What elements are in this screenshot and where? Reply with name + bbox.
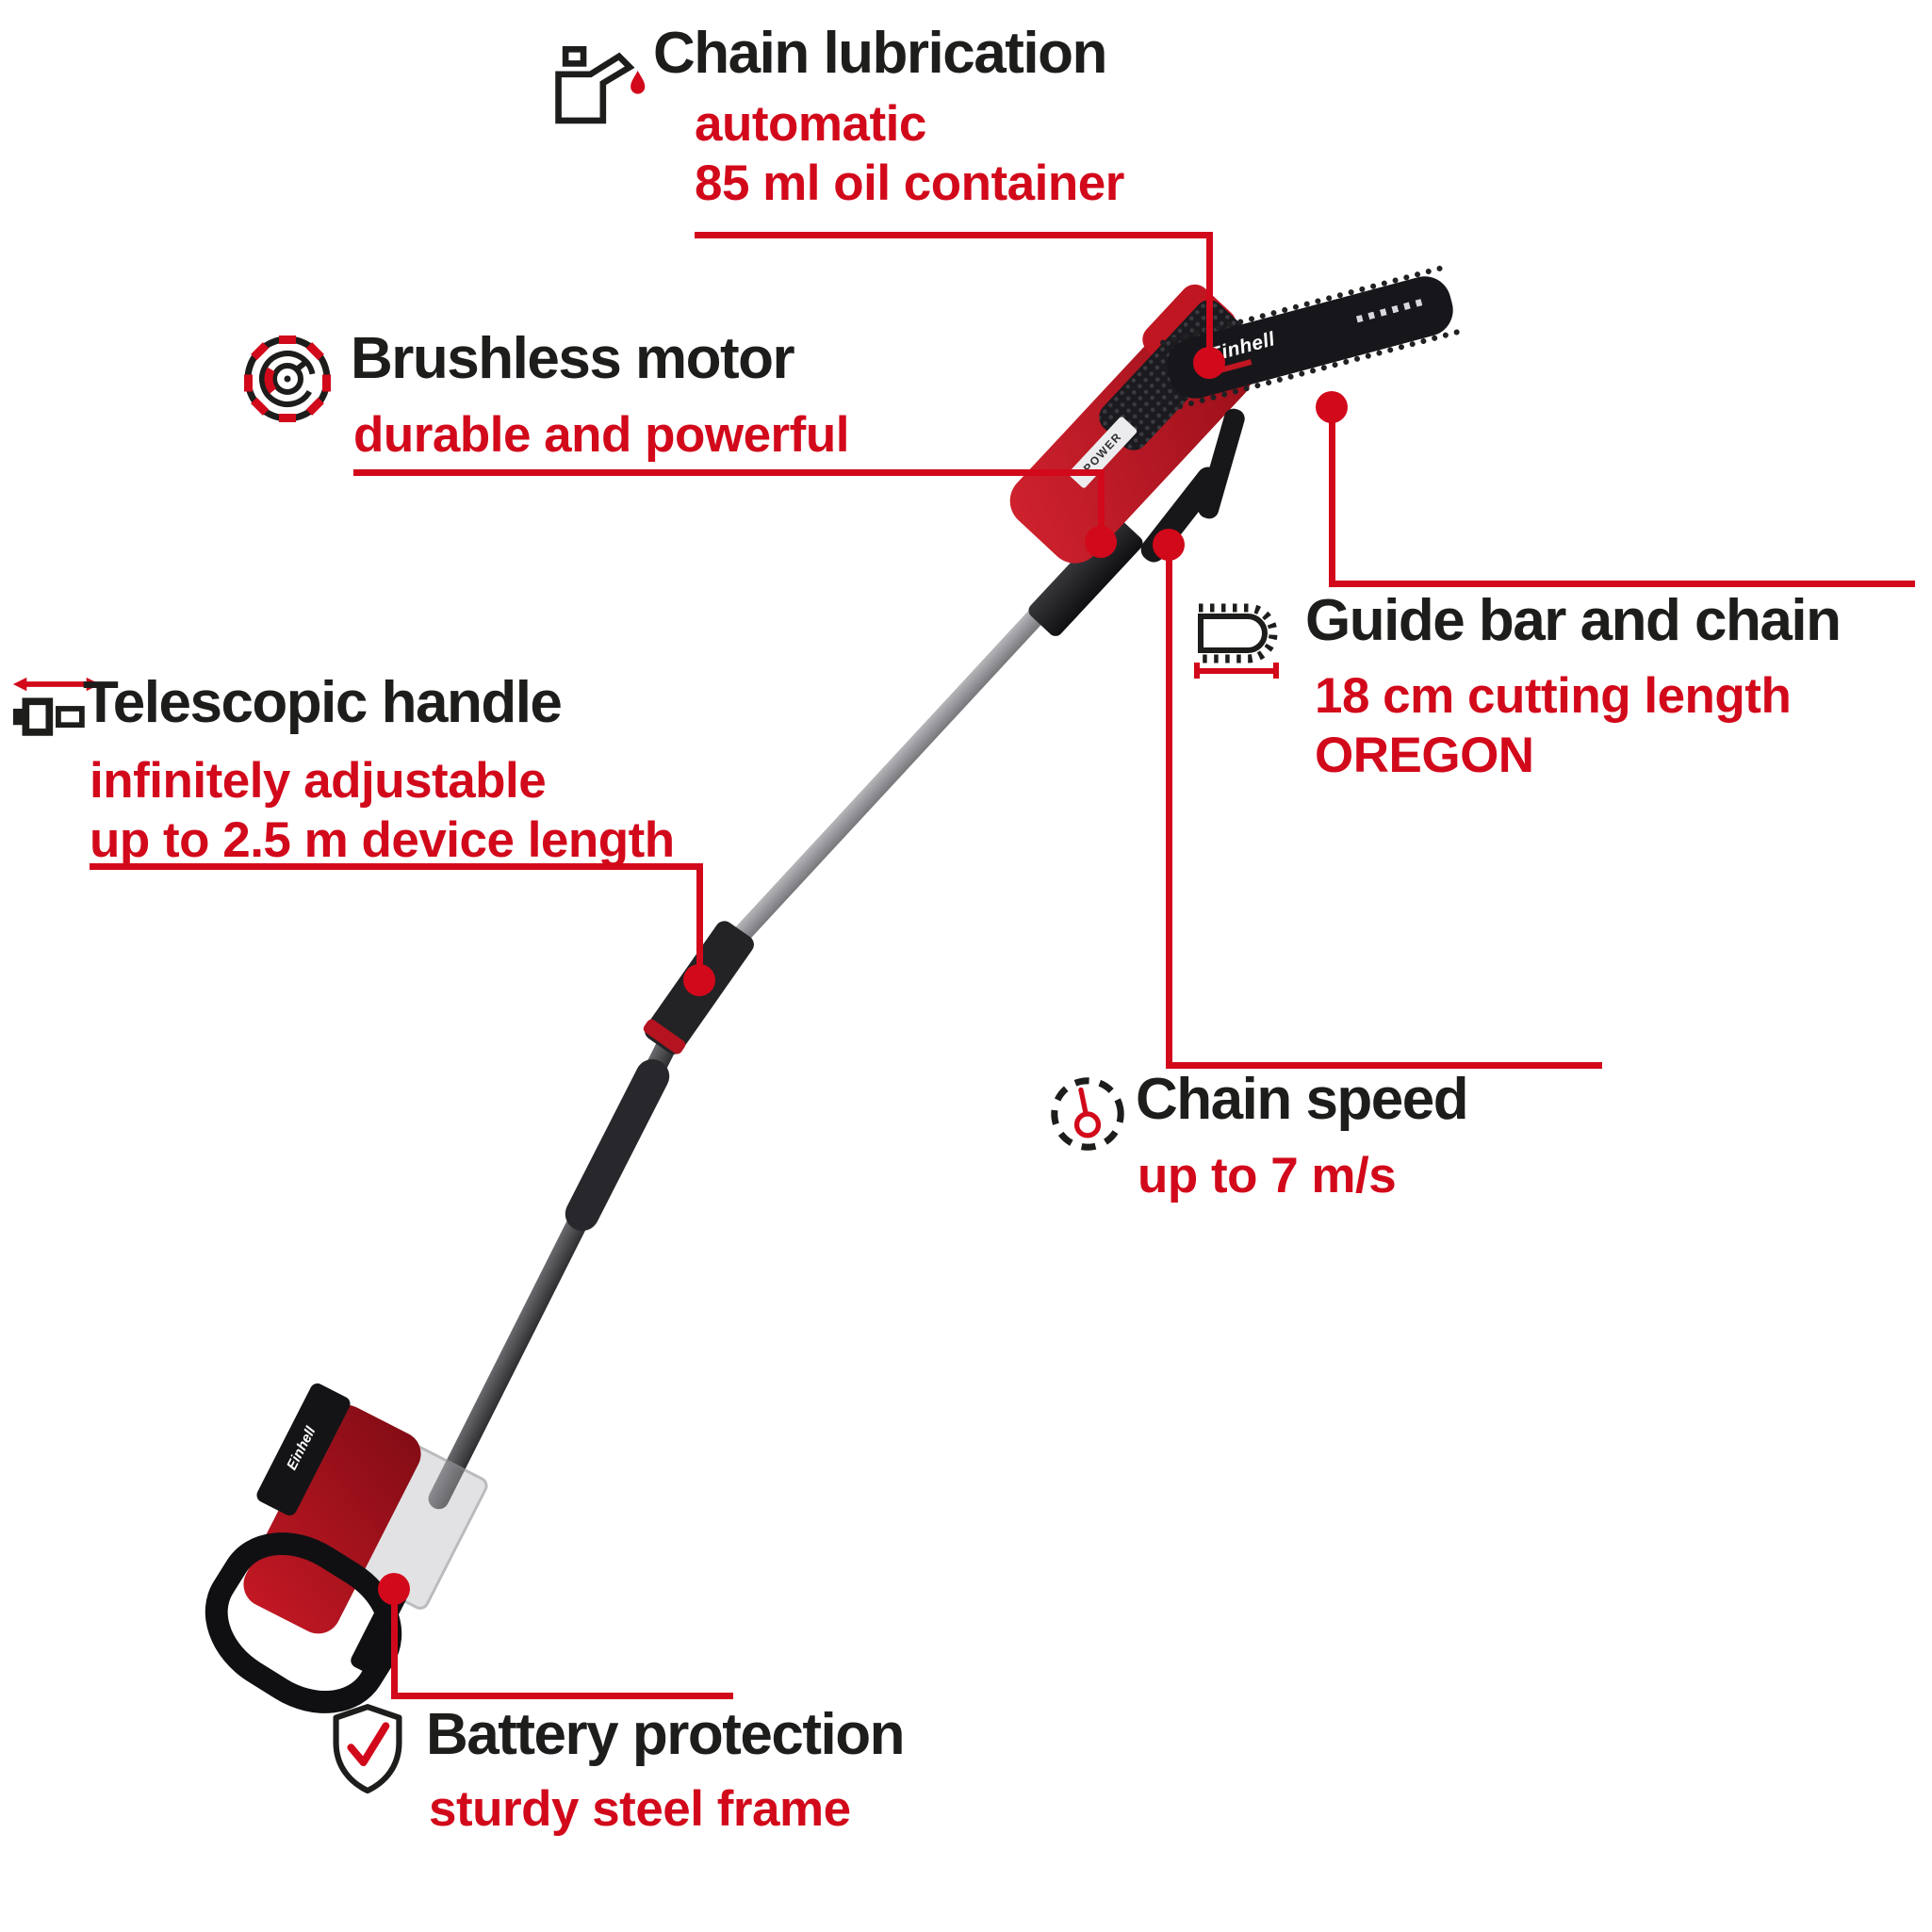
feature-title-brushless-motor: Brushless motor: [351, 326, 795, 391]
shield-check-icon: [326, 1702, 409, 1796]
guide-bar-icon: [1189, 594, 1287, 679]
feature-desc-line: infinitely adjustable: [90, 753, 547, 809]
callout-line-brushless-h: [353, 469, 1105, 476]
product-pole-upper: [692, 568, 1082, 987]
feature-title-battery-protection: Battery protection: [426, 1702, 905, 1767]
oil-can-icon: [551, 45, 649, 128]
callout-line-guide-bar-h: [1329, 581, 1915, 587]
callout-dot-chain-speed: [1153, 529, 1185, 561]
callout-dot-guide-bar: [1316, 391, 1348, 423]
callout-dot-telescopic: [683, 964, 715, 996]
feature-desc-line: sturdy steel frame: [429, 1781, 851, 1837]
product-chain: Einhell: [1159, 265, 1461, 410]
feature-title-telescopic-handle: Telescopic handle: [83, 670, 563, 735]
telescopic-icon: [11, 675, 102, 741]
callout-dot-chain-lubrication: [1193, 347, 1225, 379]
callout-line-telescopic-h: [90, 863, 703, 870]
product-grip: [559, 1053, 676, 1237]
callout-dot-battery: [378, 1573, 410, 1605]
motor-icon: [240, 332, 335, 426]
feature-title-guide-bar-and-chain: Guide bar and chain: [1305, 588, 1842, 653]
callout-line-chain-lubrication-h: [695, 232, 1213, 238]
callout-line-guide-bar-v: [1329, 407, 1335, 587]
feature-desc-line: durable and powerful: [353, 407, 849, 463]
feature-desc-line: OREGON: [1315, 728, 1534, 783]
callout-line-telescopic-v: [696, 863, 703, 980]
callout-line-battery-h: [391, 1693, 733, 1699]
callout-line-battery-v: [391, 1589, 398, 1699]
callout-line-chain-lubrication-v: [1206, 232, 1213, 366]
feature-desc-line: 85 ml oil container: [695, 156, 1124, 211]
feature-title-chain-speed: Chain speed: [1136, 1067, 1469, 1132]
feature-desc-line: up to 2.5 m device length: [90, 812, 675, 868]
feature-desc-line: 18 cm cutting length: [1315, 668, 1792, 724]
speedometer-icon: [1046, 1072, 1129, 1155]
feature-title-chain-lubrication: Chain lubrication: [653, 21, 1107, 86]
feature-desc-line: automatic: [695, 96, 926, 152]
product-pole-lower: [424, 974, 710, 1514]
callout-dot-brushless: [1085, 526, 1117, 558]
bar-holes: [1355, 298, 1426, 323]
callout-line-brushless-v: [1098, 469, 1105, 545]
callout-line-chain-speed-v: [1166, 545, 1172, 1069]
callout-line-chain-speed-h: [1166, 1062, 1602, 1069]
feature-desc-line: up to 7 m/s: [1138, 1148, 1397, 1203]
